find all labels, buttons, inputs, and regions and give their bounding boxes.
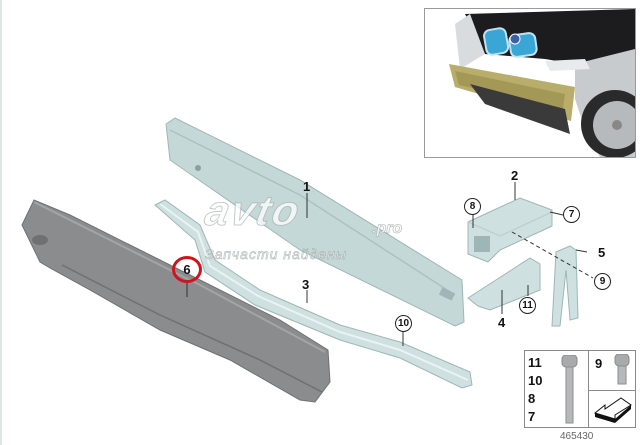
short-bolt-icon <box>614 354 630 385</box>
part-1-bumper-carrier <box>165 117 465 327</box>
part-label-1[interactable]: 1 <box>303 179 311 194</box>
legend-short-bolt-label: 9 <box>595 356 603 371</box>
document-number: 465430 <box>560 431 594 442</box>
legend-long-bolt-labels: 11 10 8 7 <box>528 355 543 424</box>
part-6-impact-absorber <box>21 199 331 403</box>
long-bolt-icon <box>561 355 578 424</box>
part-label-5[interactable]: 5 <box>598 245 606 260</box>
watermark-suffix: .pro <box>372 220 403 238</box>
part-5-strap-bracket <box>551 245 579 327</box>
watermark-logo: avto <box>201 187 306 235</box>
part-label-2[interactable]: 2 <box>511 168 519 183</box>
part-label-6: 6 <box>183 262 191 277</box>
part-label-7[interactable]: 7 <box>563 206 580 223</box>
part-label-4[interactable]: 4 <box>498 315 506 330</box>
part-label-6-highlighted[interactable]: 6 <box>172 256 202 283</box>
part-label-10[interactable]: 10 <box>395 315 412 332</box>
part-label-11[interactable]: 11 <box>519 297 536 314</box>
part-4-lower-bracket <box>467 257 541 311</box>
direction-arrow-icon <box>593 397 632 423</box>
left-edge <box>0 0 2 445</box>
part-label-9[interactable]: 9 <box>594 273 611 290</box>
part-label-8[interactable]: 8 <box>464 198 481 215</box>
part-2-crash-box <box>467 197 553 263</box>
fastener-legend: 11 10 8 7 9 <box>524 350 636 428</box>
car-front-illustration <box>449 9 635 157</box>
watermark-subtitle: Запчасти найдены <box>205 246 348 263</box>
part-label-3[interactable]: 3 <box>302 277 310 292</box>
part-3-lower-tube <box>154 199 473 389</box>
vehicle-location-inset <box>424 8 636 158</box>
